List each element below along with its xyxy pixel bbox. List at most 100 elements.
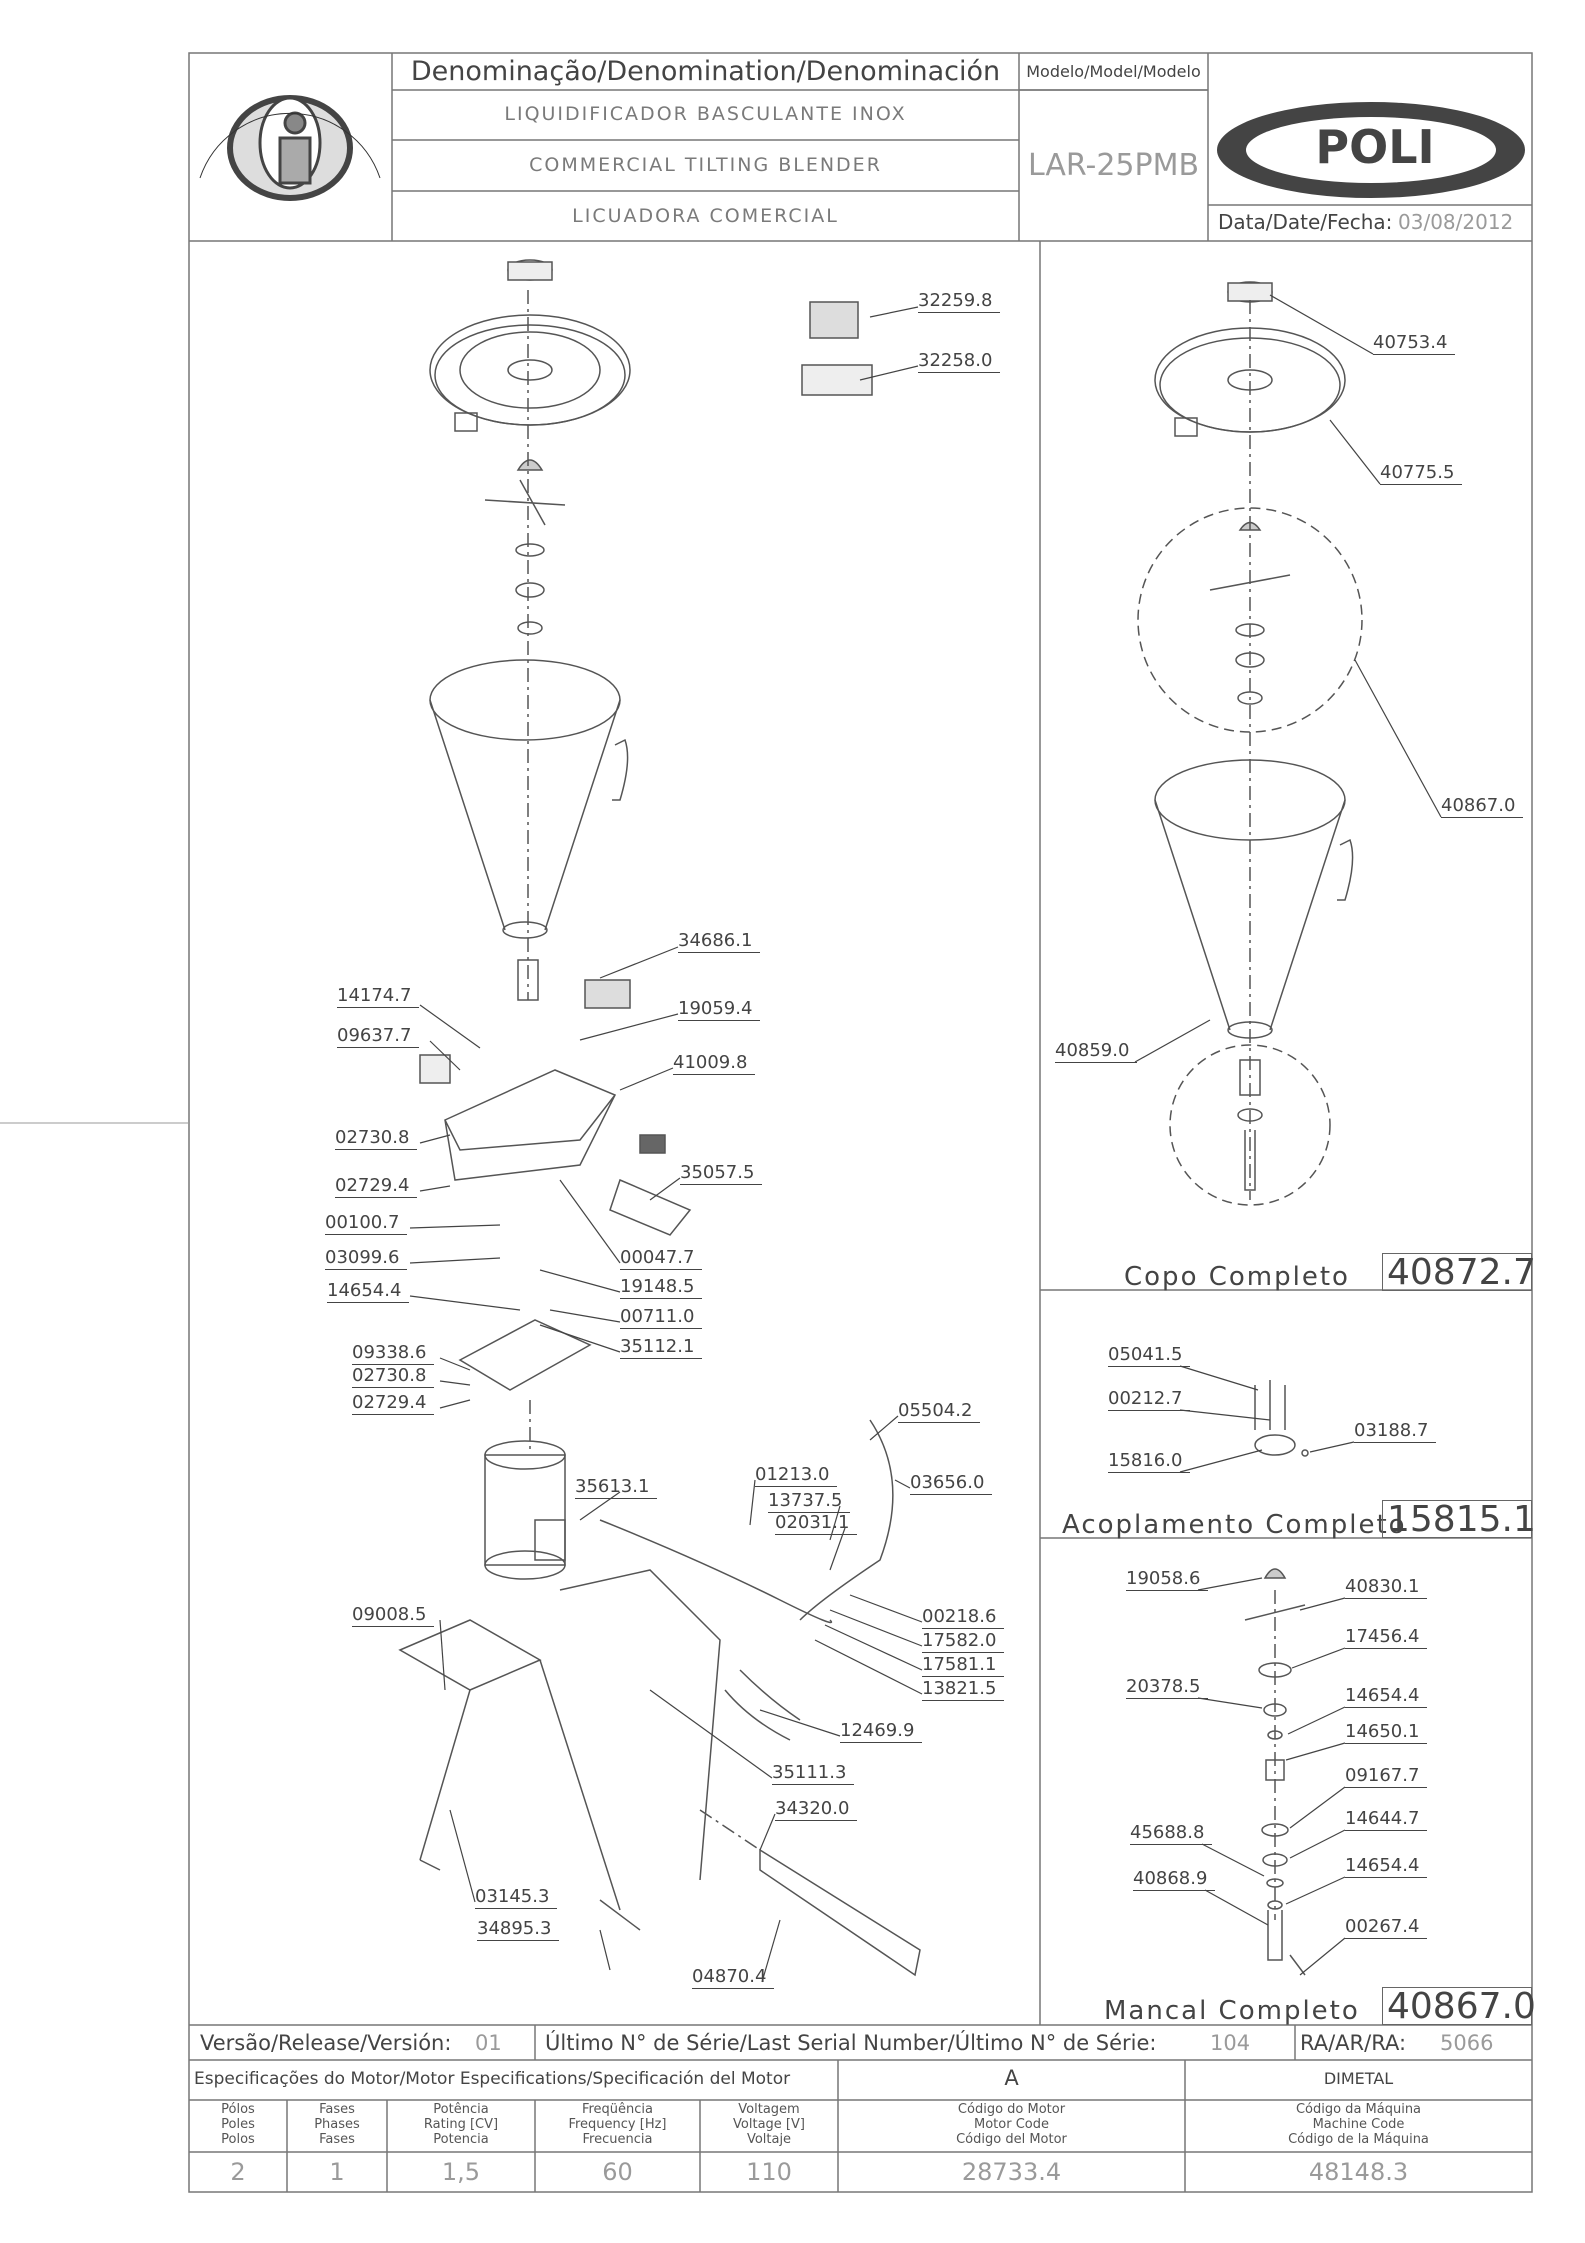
part-label-underline bbox=[335, 1197, 417, 1198]
brand-name: POLI bbox=[1315, 120, 1435, 174]
part-label-underline bbox=[1380, 484, 1462, 485]
date-value: 03/08/2012 bbox=[1398, 210, 1514, 234]
part-label: 34895.3 bbox=[477, 1918, 552, 1939]
part-label: 40753.4 bbox=[1373, 332, 1448, 353]
part-label-underline bbox=[673, 1074, 755, 1075]
part-label-underline bbox=[337, 1047, 419, 1048]
mancal-code: 40867.0 bbox=[1382, 1987, 1536, 2026]
part-label-underline bbox=[620, 1269, 702, 1270]
spec-header-line: Frequency [Hz] bbox=[568, 2117, 667, 2132]
part-label-underline bbox=[922, 1628, 1004, 1629]
part-label-underline bbox=[840, 1742, 922, 1743]
part-label: 00047.7 bbox=[620, 1247, 695, 1268]
spec-value: 48148.3 bbox=[1308, 2158, 1409, 2186]
acoplamento-view bbox=[1254, 1380, 1309, 1457]
part-label: 05041.5 bbox=[1108, 1344, 1183, 1365]
authorized-service-seal-icon bbox=[199, 95, 381, 201]
spec-value: 2 bbox=[230, 2158, 246, 2186]
brand-registered: ® bbox=[1455, 115, 1469, 131]
copo-title: Copo Completo bbox=[1124, 1262, 1350, 1292]
part-label: 13821.5 bbox=[922, 1678, 997, 1699]
spec-header-line: Motor Code bbox=[974, 2117, 1049, 2132]
part-label-underline bbox=[775, 1534, 857, 1535]
part-label-underline bbox=[692, 1988, 774, 1989]
part-label-underline bbox=[922, 1652, 1004, 1653]
part-label-underline bbox=[352, 1364, 434, 1365]
part-label: 15816.0 bbox=[1108, 1450, 1183, 1471]
part-label: 00267.4 bbox=[1345, 1916, 1420, 1937]
part-label-underline bbox=[475, 1908, 557, 1909]
motor-spec-label: Especificações do Motor/Motor Especifica… bbox=[194, 2069, 791, 2089]
part-label: 00212.7 bbox=[1108, 1388, 1183, 1409]
part-label: 19058.6 bbox=[1126, 1568, 1201, 1589]
maker-name: DIMETAL bbox=[1323, 2069, 1394, 2088]
spec-header-line: Potencia bbox=[433, 2132, 489, 2147]
spec-header-line: Código do Motor bbox=[957, 2102, 1066, 2117]
part-label-underline bbox=[772, 1784, 854, 1785]
spec-header-line: Polos bbox=[221, 2132, 255, 2147]
part-label-underline bbox=[922, 1700, 1004, 1701]
part-label-underline bbox=[1108, 1410, 1190, 1411]
spec-header-line: Potência bbox=[433, 2102, 489, 2117]
spec-value: 60 bbox=[602, 2158, 633, 2186]
spec-header-line: Poles bbox=[221, 2117, 255, 2132]
part-label-underline bbox=[1345, 1648, 1427, 1649]
date-label: Data/Date/Fecha: bbox=[1218, 210, 1393, 234]
version-label: Versão/Release/Versión: bbox=[200, 2031, 452, 2055]
denomination-title: Denominação/Denomination/Denominación bbox=[410, 56, 1001, 87]
copo-code: 40872.7 bbox=[1382, 1253, 1536, 1292]
part-label-underline bbox=[1126, 1590, 1208, 1591]
part-label-underline bbox=[325, 1269, 407, 1270]
part-label-underline bbox=[325, 1234, 407, 1235]
part-label: 04870.4 bbox=[692, 1966, 767, 1987]
part-label-underline bbox=[1133, 1890, 1215, 1891]
part-label: 01213.0 bbox=[755, 1464, 830, 1485]
part-label-underline bbox=[337, 1007, 419, 1008]
part-label: 17581.1 bbox=[922, 1654, 997, 1675]
part-label: 14654.4 bbox=[1345, 1685, 1420, 1706]
part-label-underline bbox=[575, 1498, 657, 1499]
spec-header-line: Voltaje bbox=[746, 2132, 792, 2147]
part-label: 02730.8 bbox=[335, 1127, 410, 1148]
part-label-underline bbox=[755, 1486, 837, 1487]
part-label-underline bbox=[1055, 1062, 1137, 1063]
model-title: Modelo/Model/Modelo bbox=[1026, 62, 1201, 81]
part-label: 32258.0 bbox=[918, 350, 993, 371]
mancal-title: Mancal Completo bbox=[1104, 1996, 1360, 2026]
spec-header-line: Voltage [V] bbox=[733, 2117, 805, 2132]
acoplamento-title: Acoplamento Completo bbox=[1062, 1510, 1407, 1540]
serial-label: Último N° de Série/Last Serial Number/Úl… bbox=[545, 2031, 1157, 2055]
main-exploded-view bbox=[398, 259, 921, 1977]
model-code: LAR-25PMB bbox=[1027, 148, 1200, 183]
part-label-underline bbox=[1130, 1844, 1212, 1845]
spec-header-line: Fases bbox=[319, 2132, 355, 2147]
acoplamento-code: 15815.1 bbox=[1382, 1500, 1536, 1539]
part-label-underline bbox=[620, 1298, 702, 1299]
part-label-underline bbox=[1345, 1707, 1427, 1708]
part-label: 00218.6 bbox=[922, 1606, 997, 1627]
part-label-underline bbox=[352, 1414, 434, 1415]
part-label-underline bbox=[768, 1512, 850, 1513]
part-label-underline bbox=[1108, 1472, 1190, 1473]
part-label-underline bbox=[678, 1020, 760, 1021]
part-label: 00711.0 bbox=[620, 1306, 695, 1327]
part-label: 35613.1 bbox=[575, 1476, 650, 1497]
part-label: 41009.8 bbox=[673, 1052, 748, 1073]
part-label: 14654.4 bbox=[327, 1280, 402, 1301]
part-label: 40775.5 bbox=[1380, 462, 1455, 483]
part-label-underline bbox=[1345, 1743, 1427, 1744]
part-label: 02730.8 bbox=[352, 1365, 427, 1386]
name-es: LICUADORA COMERCIAL bbox=[572, 205, 839, 227]
part-label: 03188.7 bbox=[1354, 1420, 1429, 1441]
part-label-underline bbox=[1354, 1442, 1436, 1443]
part-label: 40868.9 bbox=[1133, 1868, 1208, 1889]
part-label-underline bbox=[910, 1494, 992, 1495]
part-label-underline bbox=[1345, 1938, 1427, 1939]
part-label: 40830.1 bbox=[1345, 1576, 1420, 1597]
part-label: 32259.8 bbox=[918, 290, 993, 311]
